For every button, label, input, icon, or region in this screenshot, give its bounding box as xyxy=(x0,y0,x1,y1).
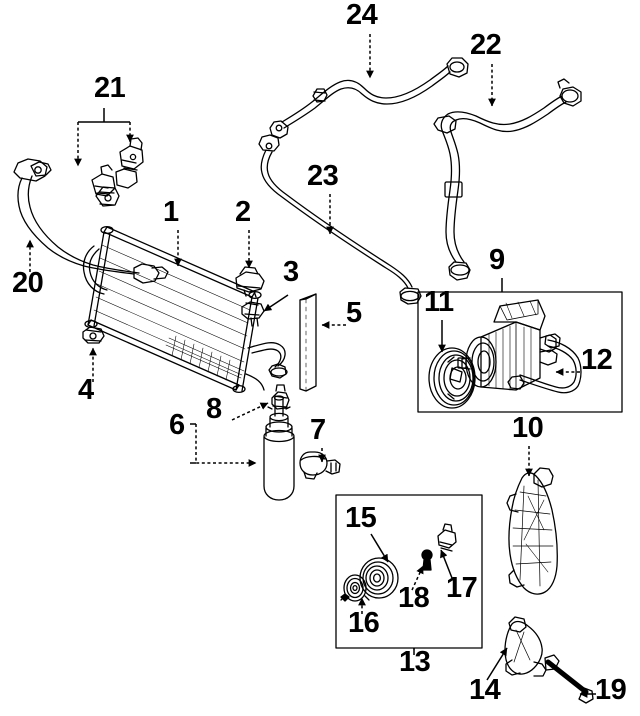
callout-label-4: 4 xyxy=(78,374,94,406)
callout-label-10: 10 xyxy=(512,412,544,444)
callout-label-23: 23 xyxy=(307,160,339,192)
group-box-9 xyxy=(417,291,623,413)
callout-label-24: 24 xyxy=(346,0,378,31)
part-pivot-bolt-18 xyxy=(421,549,433,571)
callout-label-13: 13 xyxy=(399,646,431,678)
part-brace-bolt-19 xyxy=(544,654,594,704)
leader-6 xyxy=(195,424,257,467)
callout-label-21: 21 xyxy=(94,72,126,104)
callout-label-7: 7 xyxy=(310,414,326,446)
callout-label-20: 20 xyxy=(12,267,44,299)
leader-18 xyxy=(411,565,424,591)
part-suction-line-24 xyxy=(269,57,469,139)
leader-14 xyxy=(486,647,508,681)
part-suction-hose-20 xyxy=(13,158,169,284)
part-idler-pulley-15 xyxy=(359,557,399,599)
part-condenser-insulator-3 xyxy=(241,301,265,327)
callout-label-8: 8 xyxy=(206,393,222,425)
part-discharge-hose-22 xyxy=(433,78,582,281)
leader-3 xyxy=(263,294,289,312)
leader-15 xyxy=(370,533,389,563)
callout-label-9: 9 xyxy=(489,244,505,276)
callout-label-22: 22 xyxy=(470,29,502,61)
part-condenser-bracket-2 xyxy=(235,266,265,298)
callout-label-12: 12 xyxy=(581,344,613,376)
part-clamp-bracket-21-b xyxy=(115,137,144,189)
group-box-13 xyxy=(335,494,483,649)
part-condenser-1 xyxy=(82,225,288,394)
callout-label-6: 6 xyxy=(169,409,185,441)
callout-label-2: 2 xyxy=(235,196,251,228)
part-drier-bracket-8 xyxy=(271,384,290,410)
callout-label-15: 15 xyxy=(345,502,377,534)
part-clutch-pulley-11 xyxy=(428,347,476,409)
part-mount-bracket-10 xyxy=(506,467,558,595)
callout-label-14: 14 xyxy=(469,674,501,706)
leader-17 xyxy=(440,549,453,579)
callout-label-17: 17 xyxy=(446,572,478,604)
part-air-seal-5 xyxy=(299,293,317,392)
part-discharge-tube-12 xyxy=(507,333,582,394)
callout-label-3: 3 xyxy=(283,256,299,288)
leader-8 xyxy=(231,402,269,421)
part-condenser-grommet-4 xyxy=(82,326,105,344)
part-receiver-drier-6 xyxy=(263,395,295,501)
part-clamp-bracket-21-a xyxy=(91,164,116,197)
part-compressor-brace-14 xyxy=(504,616,547,677)
callout-label-19: 19 xyxy=(595,674,627,706)
leader-6-bracket xyxy=(190,423,196,464)
callout-label-5: 5 xyxy=(346,297,362,329)
callout-label-11: 11 xyxy=(424,286,454,318)
callout-label-1: 1 xyxy=(163,196,179,228)
callout-label-18: 18 xyxy=(398,582,430,614)
part-idler-bearing-16 xyxy=(340,574,370,602)
part-adjust-bolt-17 xyxy=(437,523,457,552)
part-washer xyxy=(340,593,350,602)
callout-label-16: 16 xyxy=(348,607,380,639)
part-drier-clamp-7 xyxy=(299,451,341,480)
part-liquid-line-23 xyxy=(258,134,422,305)
